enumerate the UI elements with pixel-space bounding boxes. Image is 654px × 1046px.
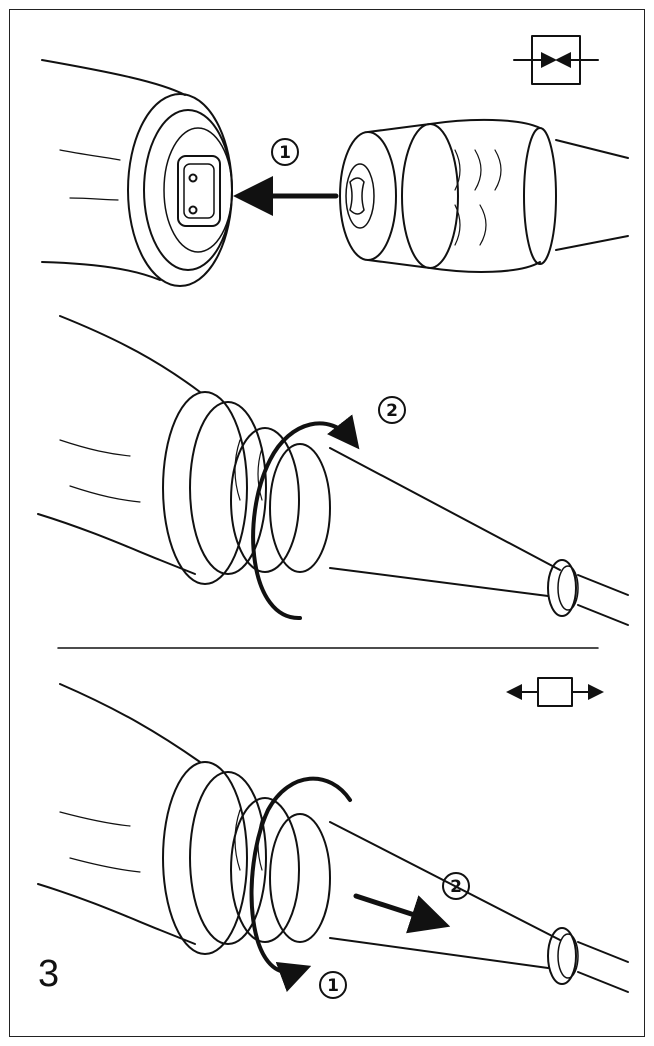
step-marker-middle-2: 2	[378, 396, 406, 424]
rotate-arrow-unlock	[249, 776, 352, 992]
panel-bottom-disconnect: 2 1	[37, 677, 629, 999]
svg-text:1: 1	[327, 976, 339, 996]
figure-frame	[9, 9, 645, 1037]
step-marker-top-1: 1	[271, 138, 299, 166]
svg-text:1: 1	[279, 143, 291, 163]
connect-arrows-icon	[513, 35, 599, 85]
handpiece-body-locked	[37, 315, 629, 626]
disconnect-arrows-icon	[506, 677, 604, 707]
figure-number: 3	[38, 953, 60, 995]
handpiece-body-unlocking	[37, 683, 629, 993]
panel-middle-lock: 2	[37, 315, 629, 626]
handpiece-socket	[41, 59, 233, 287]
pull-arrow	[353, 893, 451, 934]
svg-text:2: 2	[386, 401, 398, 421]
cable-plug	[339, 118, 629, 273]
step-marker-bottom-1: 1	[319, 971, 347, 999]
rotate-arrow-lock	[251, 414, 360, 621]
step-marker-bottom-2: 2	[442, 872, 470, 900]
panel-top-connect: 1	[41, 35, 629, 287]
svg-text:2: 2	[450, 877, 462, 897]
